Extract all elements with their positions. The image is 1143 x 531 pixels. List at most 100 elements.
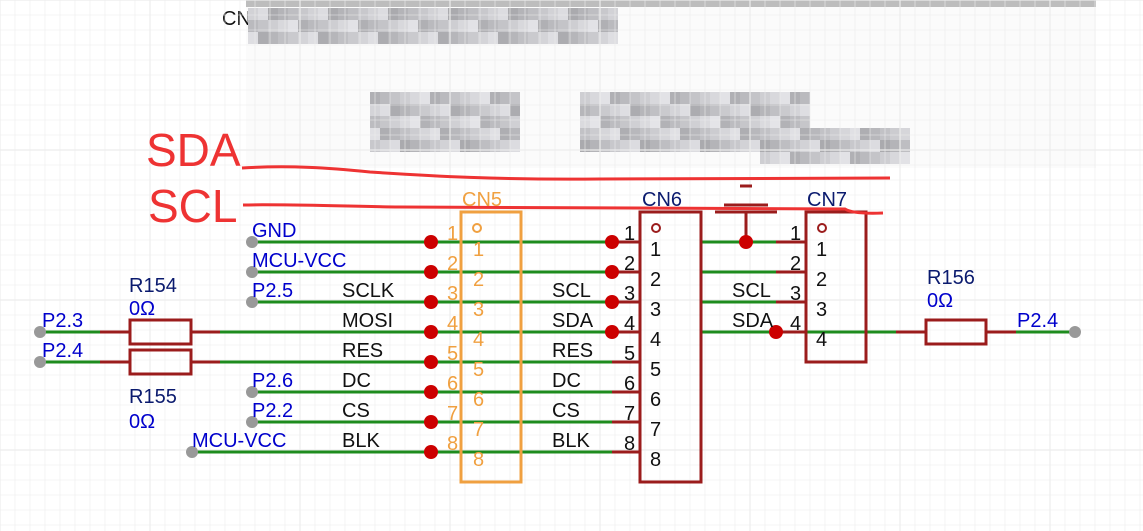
cn6-body	[638, 210, 703, 484]
redaction-pixel	[650, 104, 660, 116]
redaction-pixel	[800, 92, 810, 104]
redaction-pixel	[750, 104, 760, 116]
cn7-pin-number: 3	[790, 283, 801, 305]
redaction-pixel	[770, 116, 780, 128]
redaction-pixel	[388, 20, 398, 32]
redaction-pixel	[410, 92, 420, 104]
redaction-pixel	[448, 32, 458, 44]
redaction-pixel	[538, 32, 548, 44]
redaction-pixel	[590, 116, 600, 128]
redaction-pixel	[780, 92, 790, 104]
cn7-pin-number: 2	[816, 269, 827, 291]
redaction-pixel	[488, 20, 498, 32]
redaction-pixel	[450, 116, 460, 128]
r155-ref: R155	[129, 386, 177, 408]
redaction-pixel	[710, 92, 720, 104]
redaction-pixel	[420, 104, 430, 116]
redacted-bar	[246, 0, 1096, 7]
redaction-pixel	[660, 128, 670, 140]
redaction-pixel	[398, 32, 408, 44]
redaction-pixel	[690, 92, 700, 104]
redaction-pixel	[448, 20, 458, 32]
redaction-pixel	[890, 140, 900, 152]
redaction-pixel	[278, 32, 288, 44]
junction-dot	[424, 265, 438, 279]
cn6-pin-number: 6	[650, 389, 661, 411]
net-port-icon	[246, 416, 258, 428]
redaction-pixel	[660, 104, 670, 116]
redaction-pixel	[600, 116, 610, 128]
redaction-pixel	[450, 92, 460, 104]
redaction-pixel	[420, 116, 430, 128]
cn6-pin-number: 1	[624, 223, 635, 245]
redaction-pixel	[558, 32, 568, 44]
redaction-pixel	[380, 92, 390, 104]
redaction-pixel	[568, 8, 578, 20]
redaction-pixel	[518, 32, 528, 44]
redaction-pixel	[248, 20, 258, 32]
cn6-pin-number: 2	[624, 253, 635, 275]
redaction-pixel	[378, 20, 388, 32]
redaction-pixel	[528, 8, 538, 20]
resistor-body	[128, 348, 193, 376]
redaction-pixel	[248, 8, 258, 20]
redaction-pixel	[800, 104, 810, 116]
redaction-pixel	[720, 116, 730, 128]
redaction-pixel	[568, 20, 578, 32]
redaction-pixel	[720, 104, 730, 116]
cn6-pin-number: 4	[650, 329, 661, 351]
redaction-pixel	[458, 20, 468, 32]
redaction-pixel	[450, 128, 460, 140]
cn5-pin-number: 8	[447, 433, 458, 455]
redaction-pixel	[410, 116, 420, 128]
redaction-pixel	[288, 32, 298, 44]
redaction-pixel	[578, 8, 588, 20]
redaction-pixel	[420, 128, 430, 140]
cn7-pin-number: 4	[790, 313, 801, 335]
redaction-pixel	[468, 20, 478, 32]
redaction-pixel	[348, 32, 358, 44]
redaction-pixel	[470, 140, 480, 152]
redaction-pixel	[630, 140, 640, 152]
redaction-pixel	[380, 116, 390, 128]
redaction-pixel	[500, 140, 510, 152]
net-port-icon	[246, 296, 258, 308]
redaction-pixel	[770, 92, 780, 104]
cn6-pin-number: 8	[624, 433, 635, 455]
redaction-pixel	[840, 128, 850, 140]
redaction-pixel	[750, 116, 760, 128]
junction-dot	[739, 235, 753, 249]
redaction-pixel	[508, 32, 518, 44]
redaction-pixel	[298, 20, 308, 32]
redaction-pixel	[328, 20, 338, 32]
cn6-pin-number: 1	[650, 239, 661, 261]
redaction-pixel	[390, 92, 400, 104]
cn6-pin-number: 3	[650, 299, 661, 321]
cn7-pin-number: 4	[816, 329, 827, 351]
redaction-pixel	[480, 128, 490, 140]
junction-dot	[605, 325, 619, 339]
annotation-scl-underline	[242, 203, 884, 215]
redaction-pixel	[890, 152, 900, 164]
redaction-pixel	[278, 20, 288, 32]
redaction-pixel	[870, 152, 880, 164]
redaction-pixel	[470, 104, 480, 116]
redaction-pixel	[660, 92, 670, 104]
redaction-pixel	[588, 8, 598, 20]
redaction-pixel	[770, 152, 780, 164]
redaction-pixel	[780, 128, 790, 140]
redaction-pixel	[468, 32, 478, 44]
redaction-pixel	[480, 104, 490, 116]
redaction-pixel	[288, 8, 298, 20]
cn5-pin-number: 2	[447, 253, 458, 275]
net-port-icon	[246, 236, 258, 248]
redaction-pixel	[680, 140, 690, 152]
net-label-p2-4-right: P2.4	[1017, 310, 1058, 332]
redaction-pixel	[420, 92, 430, 104]
cn6-signal-res: RES	[552, 340, 593, 362]
redaction-pixel	[478, 32, 488, 44]
cn6-signal-blk: BLK	[552, 430, 590, 452]
redaction-pixel	[358, 32, 368, 44]
redaction-pixel	[780, 104, 790, 116]
